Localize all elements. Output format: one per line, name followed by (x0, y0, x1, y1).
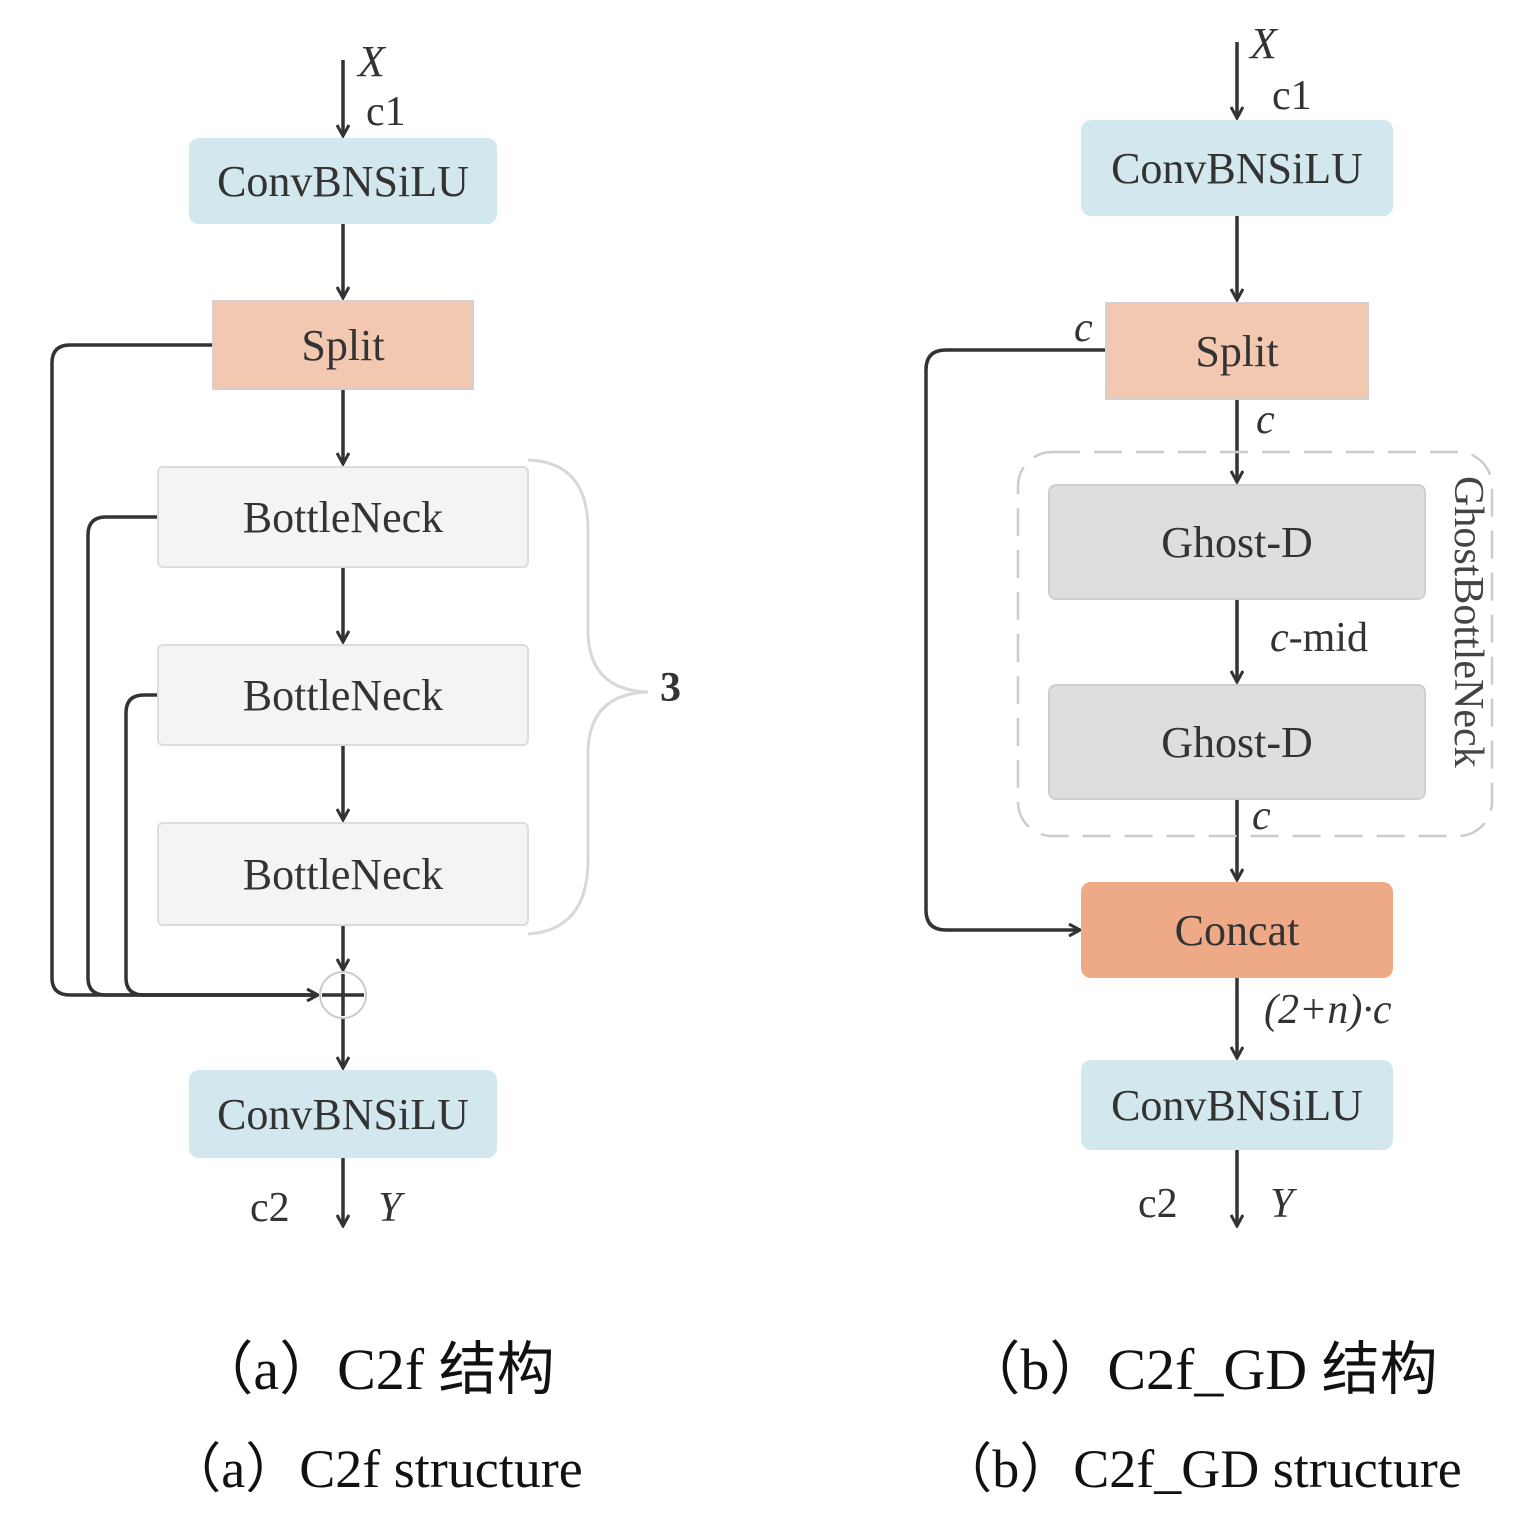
a-split-block: Split (212, 300, 474, 390)
b-split-out-label: c (1256, 397, 1275, 443)
b-output-channel: c2 (1138, 1181, 1178, 1227)
b-ghost-out-label: c (1252, 793, 1271, 839)
a-bottleneck-3: BottleNeck (157, 822, 529, 926)
b-group-label: GhostBottleNeck (1445, 476, 1491, 768)
b-split-block: Split (1105, 302, 1369, 400)
b-output-label: Y (1270, 1181, 1294, 1227)
a-input-label: X (358, 37, 385, 86)
b-split-side-label: c (1074, 305, 1093, 351)
a-conv-top-block: ConvBNSiLU (189, 138, 497, 224)
b-ghost-d-2: Ghost-D (1048, 684, 1426, 800)
a-caption-en: （a）C2f structure (167, 1439, 583, 1499)
b-input-label: X (1250, 19, 1277, 68)
ghost-bottleneck-group (1016, 450, 1494, 838)
skip-a-split (50, 343, 318, 995)
b-mid-label: c-mid (1270, 615, 1368, 661)
a-bottleneck-1: BottleNeck (157, 466, 529, 568)
a-input-channel: c1 (366, 89, 406, 135)
a-output-label: Y (378, 1185, 402, 1231)
b-ghost-d-1: Ghost-D (1048, 484, 1426, 600)
b-conv-bottom-block: ConvBNSiLU (1081, 1060, 1393, 1150)
b-input-channel: c1 (1272, 73, 1312, 119)
skip-a-bn2 (124, 693, 318, 997)
b-conv-top-block: ConvBNSiLU (1081, 120, 1393, 216)
skip-a-bn1 (86, 515, 318, 997)
b-caption-zh: （b）C2f_GD 结构 (962, 1337, 1438, 1402)
b-concat-out-label: (2+n)·c (1264, 987, 1392, 1033)
a-bottleneck-2: BottleNeck (157, 644, 529, 746)
repeat-brace (527, 458, 649, 936)
a-caption-zh: （a）C2f 结构 (195, 1337, 555, 1402)
b-caption-en: （b）C2f_GD structure (938, 1439, 1462, 1499)
a-repeat-count: 3 (660, 665, 681, 711)
a-conv-bottom-block: ConvBNSiLU (189, 1070, 497, 1158)
a-output-channel: c2 (250, 1185, 290, 1231)
b-concat-block: Concat (1081, 882, 1393, 978)
skip-b-split-concat (924, 348, 1105, 930)
